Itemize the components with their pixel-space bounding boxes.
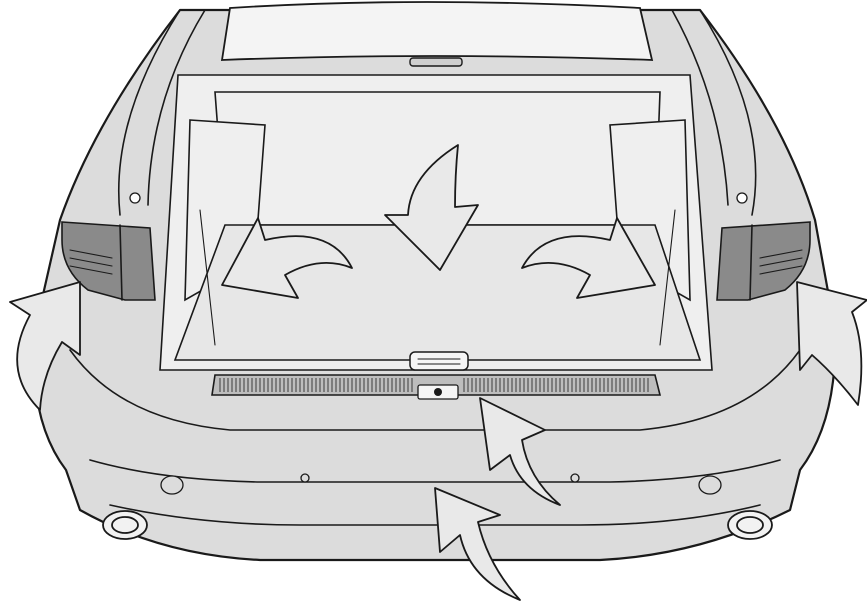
parking-sensor xyxy=(161,476,183,494)
loading-sill xyxy=(212,375,660,399)
latch-pin xyxy=(434,388,442,396)
exhaust-left xyxy=(103,511,147,539)
hinge-bolt-right xyxy=(737,193,747,203)
high-brake-light xyxy=(410,58,462,66)
exhaust-right xyxy=(728,511,772,539)
parking-sensor xyxy=(301,474,309,482)
floor-handle xyxy=(410,352,468,370)
parking-sensor xyxy=(699,476,721,494)
hinge-bolt-left xyxy=(130,193,140,203)
parking-sensor xyxy=(571,474,579,482)
